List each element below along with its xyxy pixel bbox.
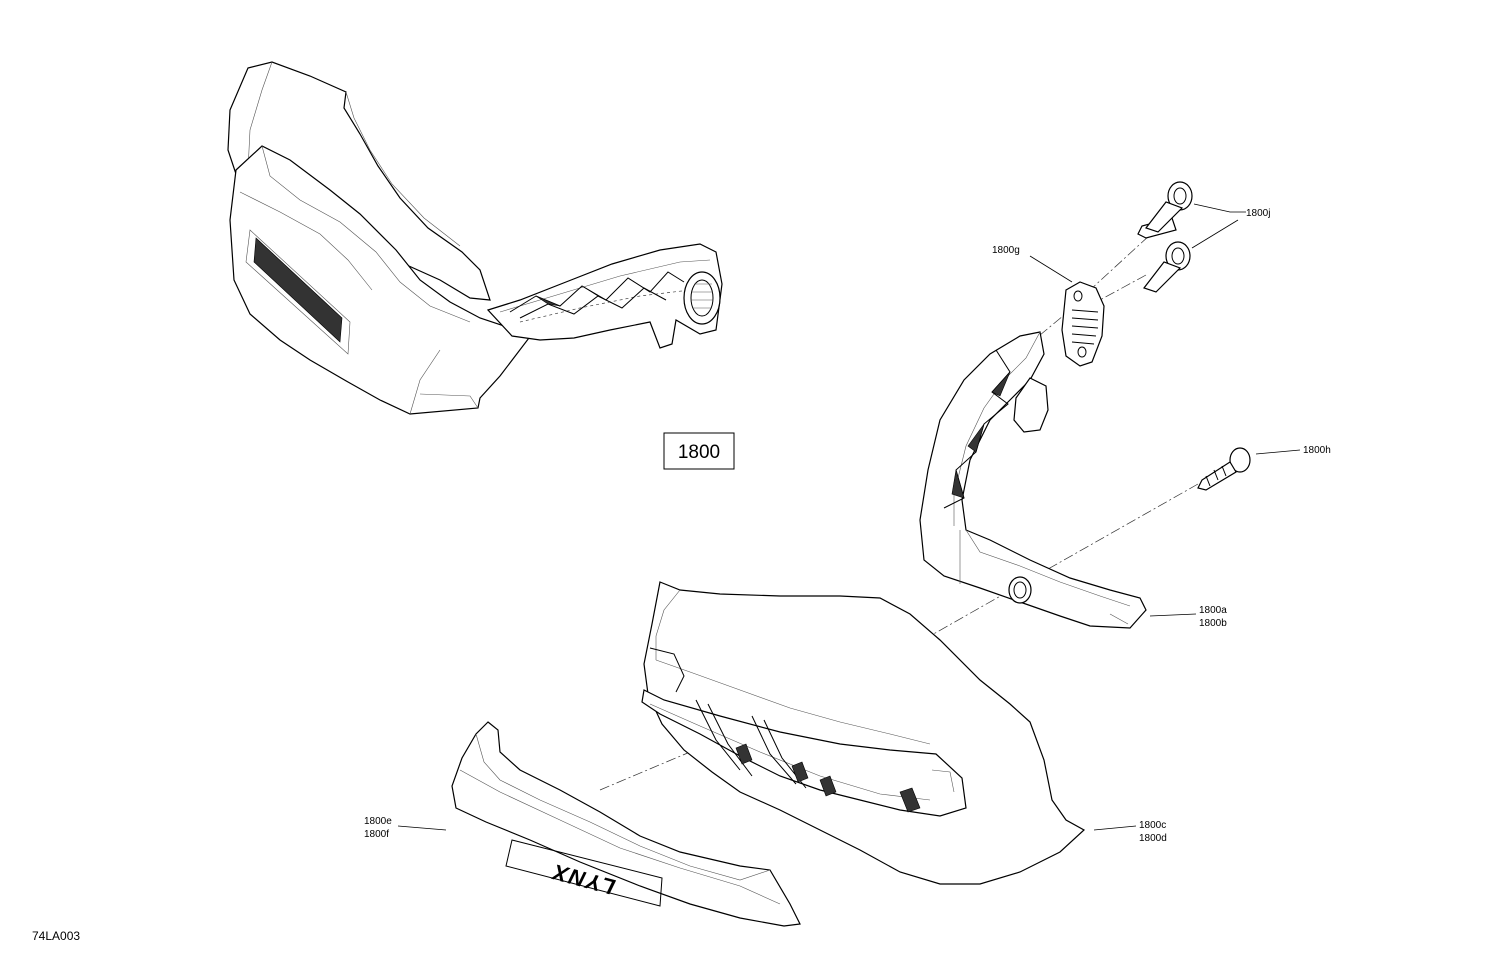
callout-1800j: 1800j (1246, 208, 1270, 219)
callout-1800g: 1800g (992, 245, 1020, 256)
callout-1800d: 1800d (1139, 833, 1167, 844)
bolt-lower (1143, 241, 1191, 293)
clamp-plate (1061, 281, 1105, 367)
callout-1800f: 1800f (364, 829, 389, 840)
callout-1800c: 1800c (1139, 820, 1166, 831)
callouts: 1800j 1800g 1800h 1800a 1800b 1800e 1800… (364, 208, 1331, 844)
callout-1800b: 1800b (1199, 618, 1227, 629)
assembly-label: 1800 (678, 442, 720, 463)
callout-1800a: 1800a (1199, 605, 1227, 616)
assembly-label-box: 1800 (663, 432, 735, 470)
deflector (641, 581, 1086, 885)
screw (1197, 447, 1251, 491)
figure-id: 74LA003 (32, 929, 80, 943)
callout-1800e: 1800e (364, 816, 392, 827)
leader-lines (397, 203, 1301, 831)
handle-bracket (919, 331, 1147, 629)
bolt-upper (1137, 181, 1193, 239)
assembled-handguard (227, 61, 723, 415)
callout-1800h: 1800h (1303, 445, 1331, 456)
